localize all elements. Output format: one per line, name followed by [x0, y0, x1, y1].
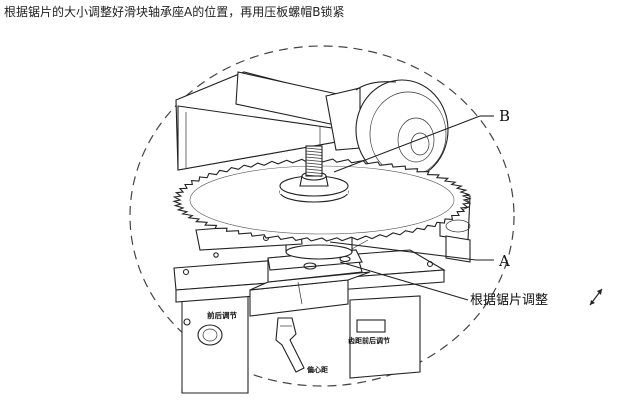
callout-a: A — [498, 252, 510, 270]
threaded-bolt — [305, 145, 323, 177]
label-gap: 齿距前后调节 — [348, 336, 390, 345]
pressure-nut-b — [279, 171, 349, 203]
callout-lines — [329, 115, 494, 301]
caption: 根据锯片的大小调整好滑块轴承座A的位置，再用压板螺帽B锁紧 — [4, 5, 345, 19]
motor-housing — [175, 71, 361, 171]
callout-b: B — [499, 107, 510, 125]
double-arrow-icon — [589, 288, 603, 306]
label-center: 偏心距 — [307, 365, 328, 374]
front-back-knob — [197, 324, 223, 346]
eccentric-lever — [275, 317, 305, 373]
dashed-detail-circle — [129, 45, 515, 387]
label-front-back: 前后调节 — [207, 310, 237, 320]
callout-adjust: 根据锯片调整 — [470, 293, 548, 308]
